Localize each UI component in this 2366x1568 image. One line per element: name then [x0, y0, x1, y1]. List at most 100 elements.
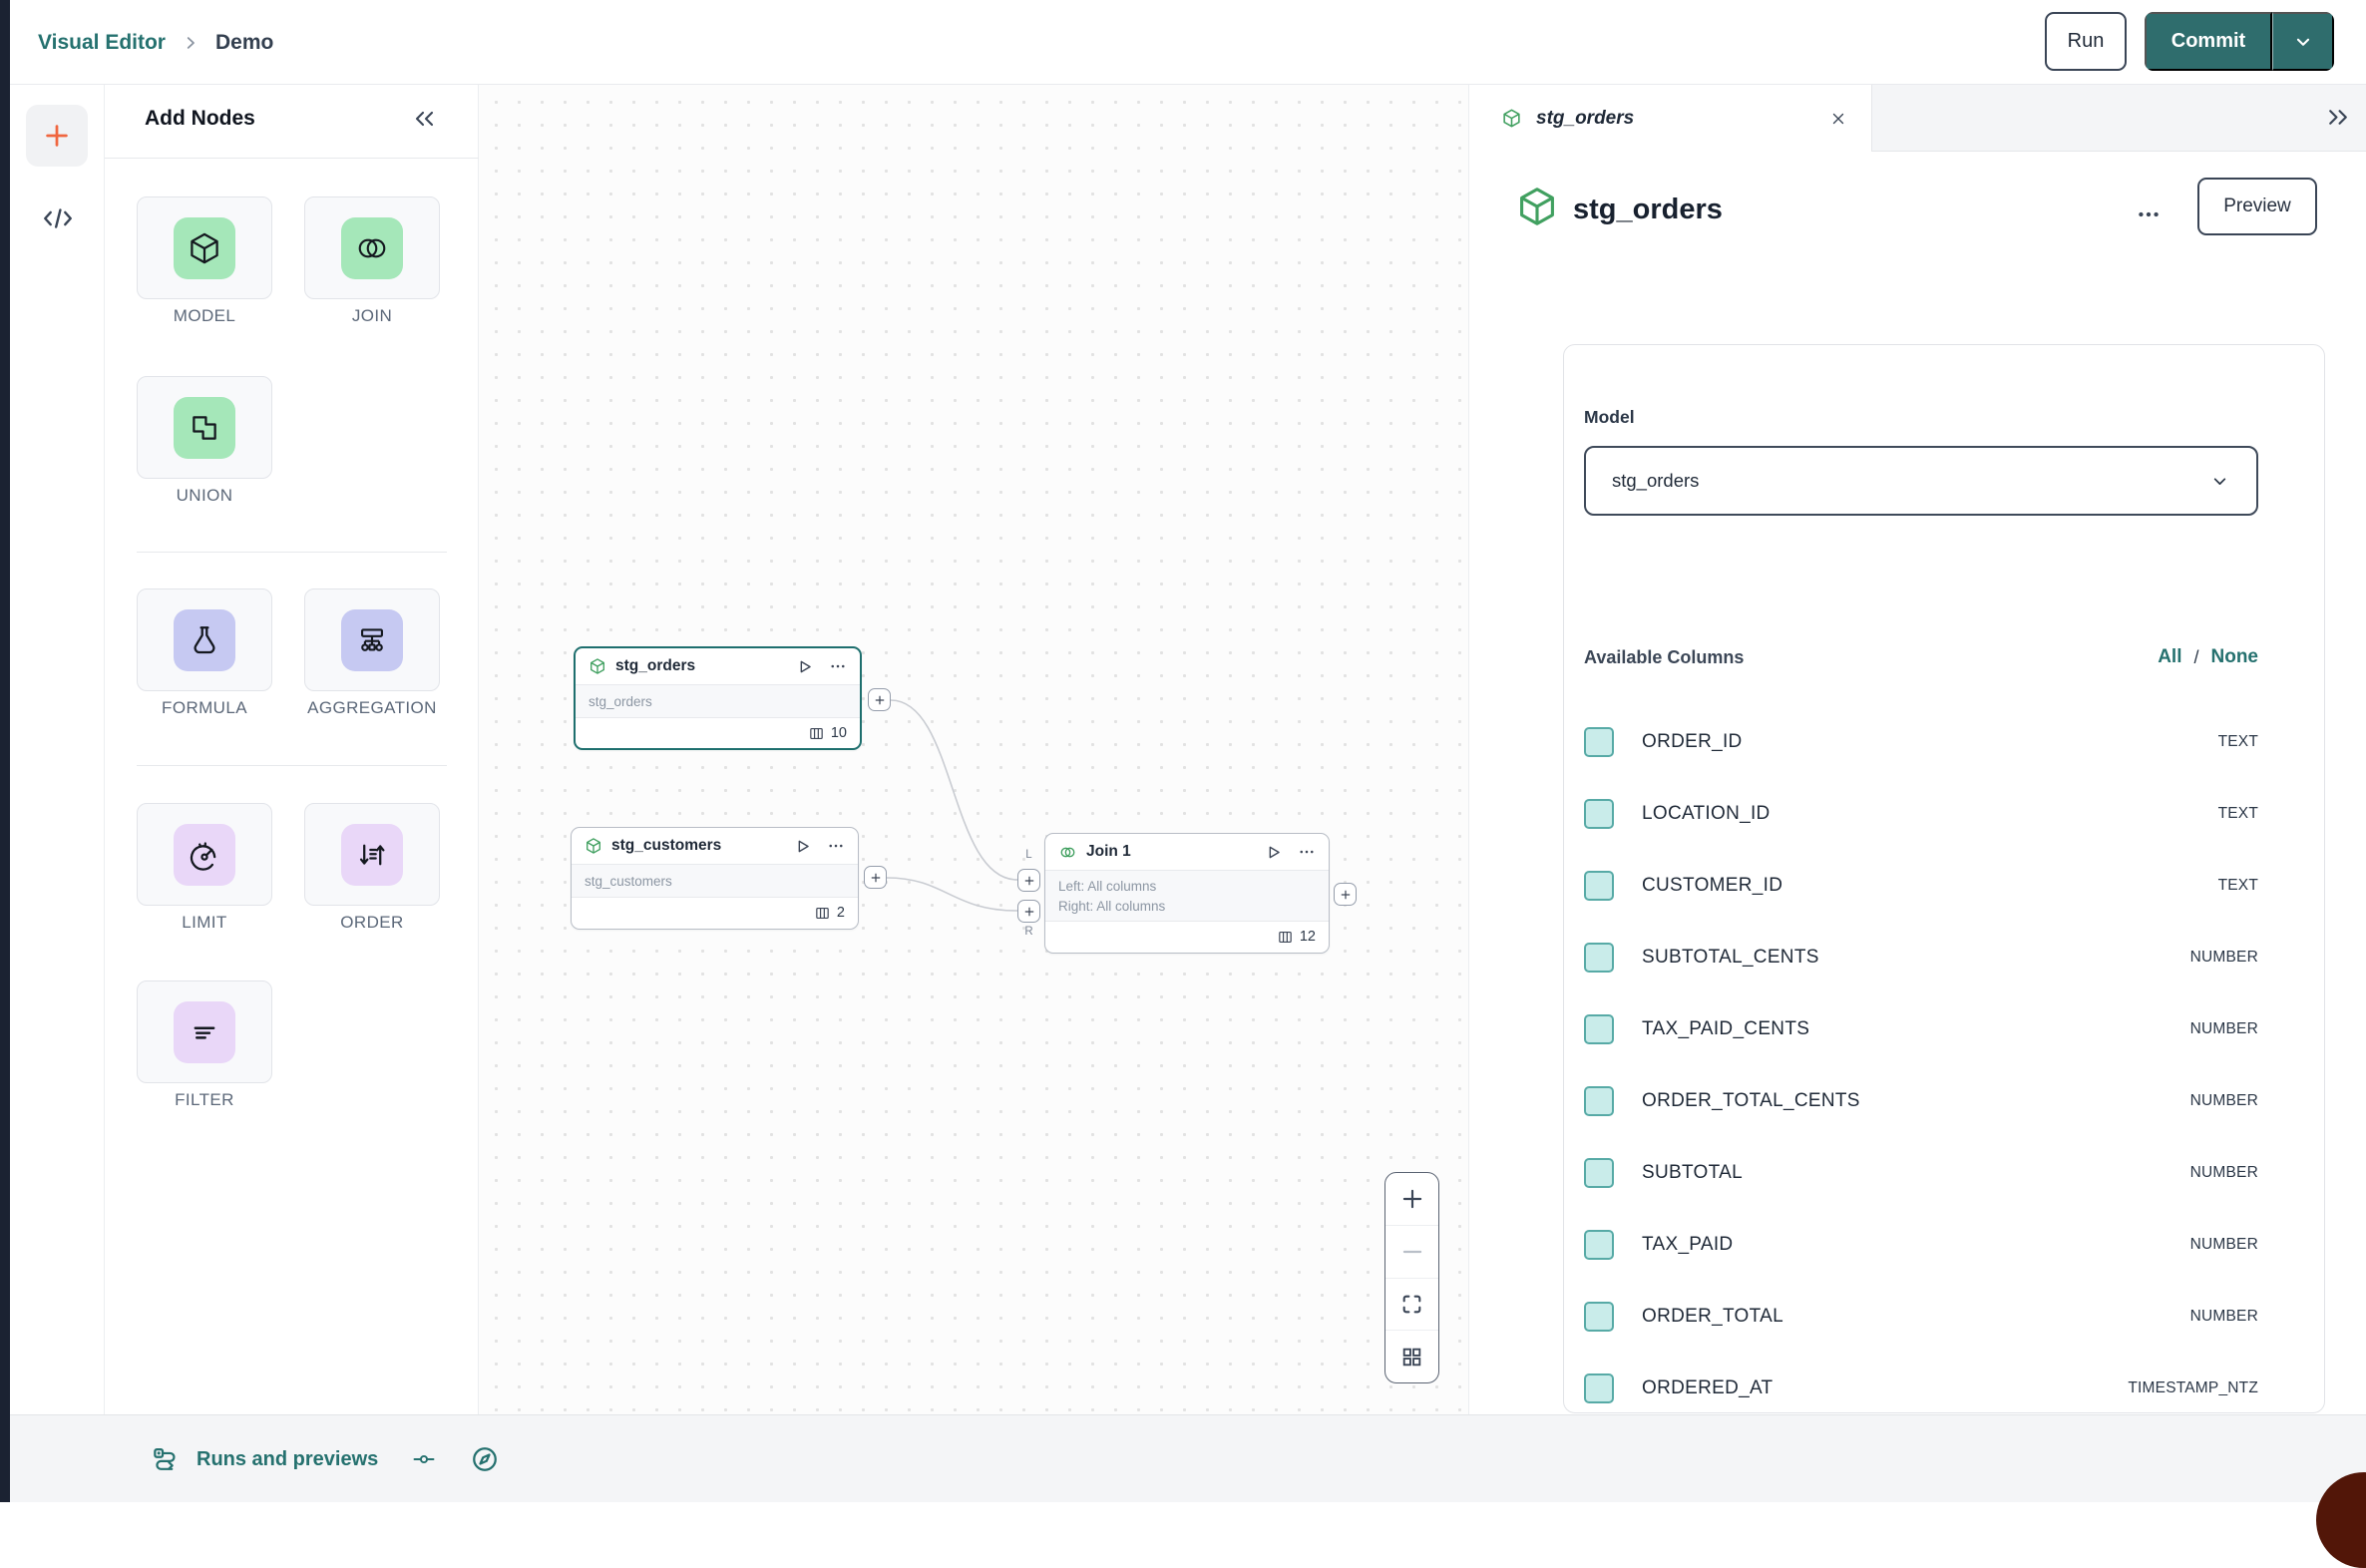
tile-label-filter: FILTER: [175, 1090, 234, 1109]
tile-label-model: MODEL: [173, 306, 236, 325]
fit-view-button[interactable]: [1385, 1279, 1438, 1332]
more-options-icon[interactable]: [827, 837, 845, 855]
column-row: TAX_PAID_CENTS NUMBER: [1584, 993, 2258, 1065]
join-circles-icon: [341, 216, 403, 279]
node-tile-formula[interactable]: [137, 588, 272, 691]
column-count: 10: [830, 725, 847, 741]
add-downstream-port-join-1[interactable]: [1334, 883, 1357, 906]
aggregation-tree-icon: [341, 608, 403, 671]
play-icon[interactable]: [1264, 843, 1283, 862]
node-tile-join[interactable]: [304, 196, 440, 299]
zoom-out-button[interactable]: [1385, 1226, 1438, 1279]
compass-icon[interactable]: [470, 1444, 500, 1474]
chevron-right-icon: [182, 34, 199, 52]
column-checkbox[interactable]: [1584, 727, 1614, 757]
more-options-icon[interactable]: [2136, 201, 2162, 227]
add-nodes-header: Add Nodes: [105, 85, 479, 158]
column-row: CUSTOMER_ID TEXT: [1584, 850, 2258, 922]
select-none-link[interactable]: None: [2210, 646, 2259, 667]
play-icon[interactable]: [793, 837, 812, 856]
column-count: 12: [1299, 929, 1316, 945]
column-type: TIMESTAMP_NTZ: [2128, 1379, 2258, 1396]
commit-node-icon[interactable]: [410, 1447, 438, 1471]
code-view-rail-button[interactable]: [34, 196, 82, 240]
node-tile-model[interactable]: [137, 196, 272, 299]
column-row: TAX_PAID NUMBER: [1584, 1209, 2258, 1281]
column-type: TEXT: [2217, 733, 2258, 750]
column-type: NUMBER: [2189, 1308, 2258, 1325]
column-row: ORDER_TOTAL_CENTS NUMBER: [1584, 1065, 2258, 1137]
model-select[interactable]: stg_orders: [1584, 446, 2258, 516]
more-options-icon[interactable]: [1298, 843, 1316, 861]
canvas-node-join-1[interactable]: Join 1 Left: All columns Right: All colu…: [1044, 833, 1330, 954]
preview-button[interactable]: Preview: [2197, 178, 2317, 235]
divider: [105, 158, 479, 159]
runs-and-previews-label: Runs and previews: [197, 1447, 379, 1470]
node-title: Join 1: [1086, 843, 1131, 860]
model-cube-icon: [174, 216, 235, 279]
node-tile-limit[interactable]: [137, 803, 272, 906]
run-button[interactable]: Run: [2045, 12, 2127, 71]
column-row: SUBTOTAL_CENTS NUMBER: [1584, 922, 2258, 993]
column-row: ORDER_TOTAL NUMBER: [1584, 1281, 2258, 1353]
join-circles-icon: [1058, 844, 1077, 861]
tile-label-formula: FORMULA: [162, 698, 247, 717]
select-separator: /: [2193, 646, 2199, 667]
add-nodes-title: Add Nodes: [145, 107, 255, 130]
node-footer: 12: [1045, 922, 1329, 952]
node-tile-filter[interactable]: [137, 980, 272, 1083]
column-checkbox[interactable]: [1584, 1302, 1614, 1332]
column-row: ORDER_ID TEXT: [1584, 706, 2258, 778]
select-all-link[interactable]: All: [2158, 646, 2182, 667]
model-cube-icon: [1501, 108, 1522, 129]
topbar-actions: Run Commit: [2045, 12, 2334, 71]
node-config-panel: stg_orders stg_orders Preview Model stg_: [1468, 85, 2366, 1414]
commit-dropdown-button[interactable]: [2272, 12, 2334, 71]
formula-flask-icon: [174, 608, 235, 671]
node-header: stg_customers: [572, 828, 858, 864]
column-checkbox[interactable]: [1584, 799, 1614, 829]
more-options-icon[interactable]: [829, 657, 847, 675]
add-node-rail-button[interactable]: [26, 105, 88, 167]
tab-stg-orders[interactable]: stg_orders: [1469, 85, 1872, 152]
canvas-node-stg-orders[interactable]: stg_orders stg_orders 10: [574, 646, 862, 750]
breadcrumb-visual-editor[interactable]: Visual Editor: [38, 30, 166, 54]
column-checkbox[interactable]: [1584, 1086, 1614, 1116]
commit-button[interactable]: Commit: [2145, 12, 2272, 71]
model-field-label: Model: [1584, 407, 1635, 427]
column-type: NUMBER: [2189, 1164, 2258, 1181]
column-name: ORDER_TOTAL: [1642, 1306, 1783, 1327]
canvas-node-stg-customers[interactable]: stg_customers stg_customers 2: [571, 827, 859, 930]
node-tile-union[interactable]: [137, 376, 272, 479]
node-tile-aggregation[interactable]: [304, 588, 440, 691]
add-downstream-port-stg-orders[interactable]: [868, 688, 891, 711]
column-name: SUBTOTAL_CENTS: [1642, 947, 1819, 968]
column-row: LOCATION_ID TEXT: [1584, 778, 2258, 850]
column-type: TEXT: [2217, 877, 2258, 894]
column-checkbox[interactable]: [1584, 871, 1614, 901]
expand-panel-icon[interactable]: [2324, 105, 2351, 130]
column-name: LOCATION_ID: [1642, 803, 1771, 824]
column-checkbox[interactable]: [1584, 1373, 1614, 1403]
divider: [137, 552, 447, 553]
order-sort-icon: [341, 823, 403, 886]
collapse-panel-icon[interactable]: [411, 107, 437, 131]
column-checkbox[interactable]: [1584, 1230, 1614, 1260]
node-tile-order[interactable]: [304, 803, 440, 906]
column-checkbox[interactable]: [1584, 1014, 1614, 1044]
column-checkbox[interactable]: [1584, 1158, 1614, 1188]
join-left-input-port[interactable]: [1017, 869, 1040, 892]
join-right-input-port[interactable]: [1017, 900, 1040, 923]
join-config-summary: Left: All columns Right: All columns: [1045, 870, 1329, 922]
close-icon[interactable]: [1829, 110, 1847, 128]
zoom-in-button[interactable]: [1385, 1173, 1438, 1226]
column-name: ORDERED_AT: [1642, 1377, 1774, 1398]
canvas-zoom-toolbar: [1384, 1172, 1439, 1383]
play-icon[interactable]: [795, 657, 814, 676]
limit-gauge-icon: [174, 823, 235, 886]
add-downstream-port-stg-customers[interactable]: [864, 866, 887, 889]
column-checkbox[interactable]: [1584, 943, 1614, 973]
runs-and-previews-button[interactable]: Runs and previews: [151, 1445, 378, 1473]
auto-layout-button[interactable]: [1385, 1331, 1438, 1382]
flow-canvas[interactable]: stg_orders stg_orders 10: [479, 85, 1468, 1414]
